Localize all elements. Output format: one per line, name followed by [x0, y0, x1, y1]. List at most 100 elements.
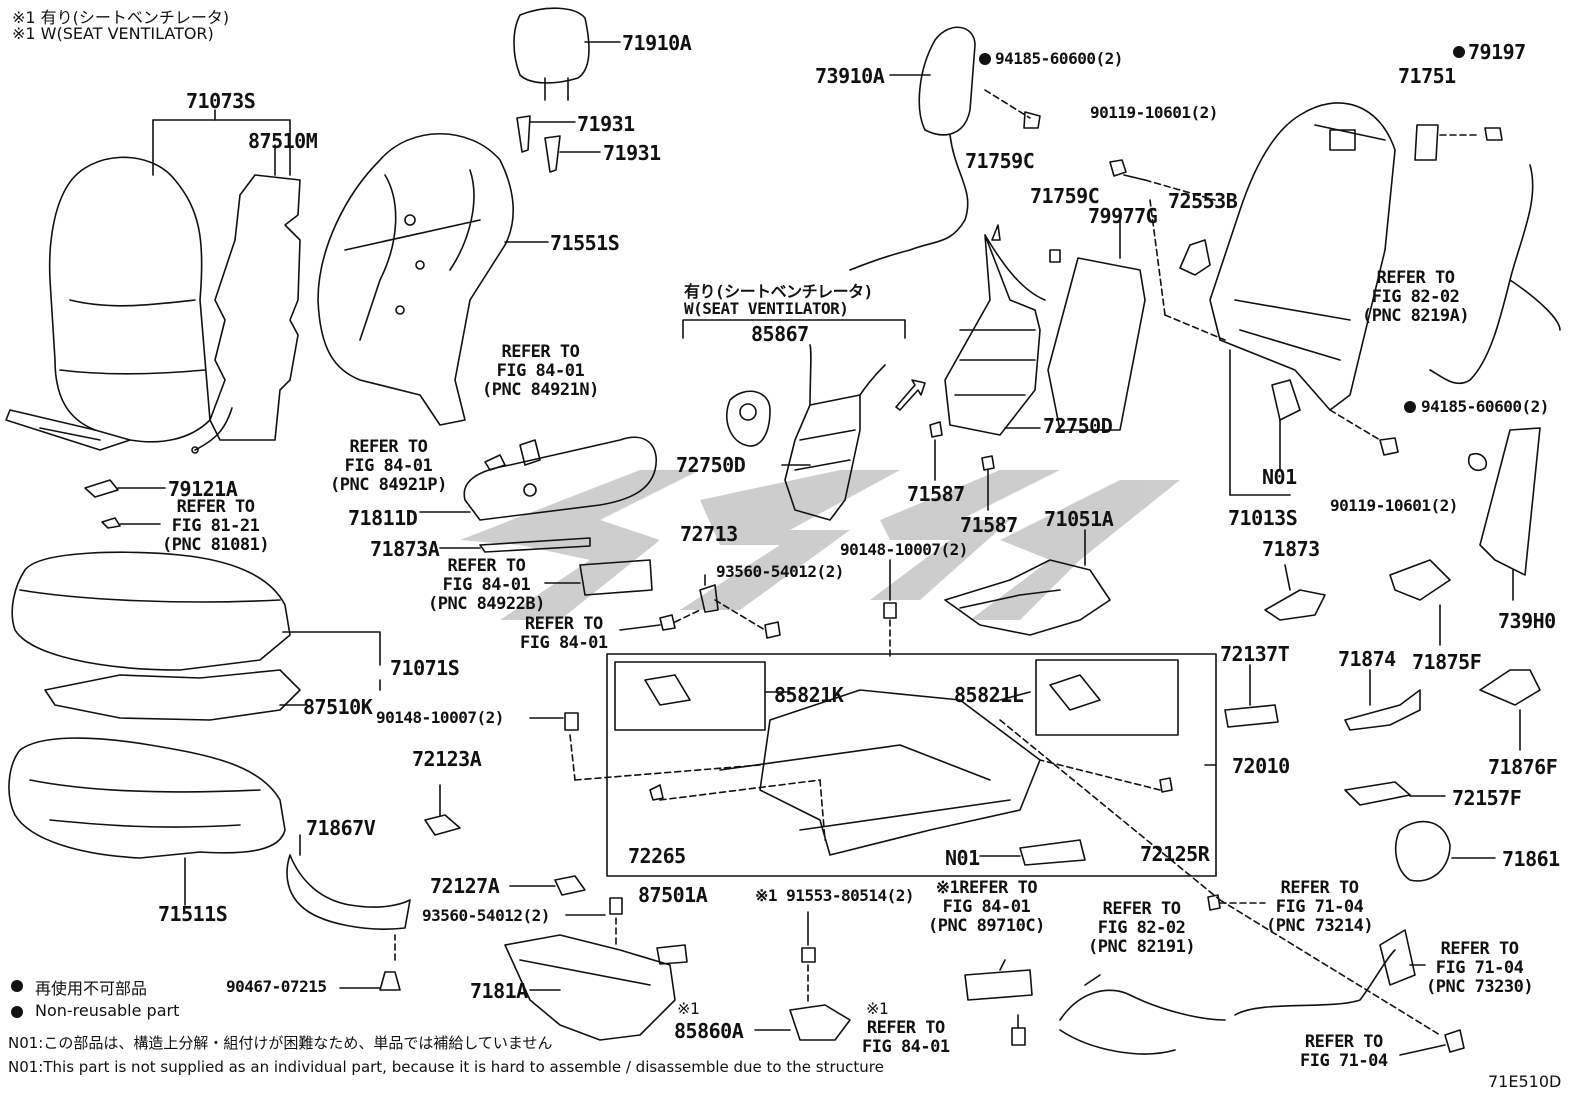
ref-line-3: (PNC 84921P) — [330, 475, 447, 495]
part-85860A[interactable]: 85860A — [674, 1019, 744, 1043]
ref-line-1: REFER TO — [1102, 899, 1181, 919]
bolt-90119-10601-upper — [1110, 160, 1225, 340]
part-79121A[interactable]: 79121A — [168, 477, 238, 501]
part-85821K[interactable]: 85821K — [774, 683, 844, 707]
part-N01-b[interactable]: N01 — [945, 846, 980, 870]
part-72750D-a[interactable]: 72750D — [1043, 414, 1113, 438]
part-87510K[interactable]: 87510K — [303, 695, 373, 719]
ref-84921P[interactable]: REFER TO FIG 84-01 (PNC 84921P) — [330, 438, 447, 495]
part-72553B[interactable]: 72553B — [1168, 189, 1238, 213]
n01-note-en: N01:This part is not supplied as an indi… — [8, 1058, 884, 1076]
ref-line-3: (PNC 73214) — [1266, 916, 1374, 936]
part-71867V[interactable]: 71867V — [306, 816, 376, 840]
part-93560-54012-b[interactable]: 93560-54012(2) — [422, 906, 550, 925]
part-71875F[interactable]: 71875F — [1412, 650, 1482, 674]
part-72713[interactable]: 72713 — [680, 522, 738, 546]
part-71071S[interactable]: 71071S — [390, 656, 460, 680]
part-72157F[interactable]: 72157F — [1452, 786, 1522, 810]
part-71073S[interactable]: 71073S — [186, 89, 256, 113]
ref-line-3: (PNC 84921N) — [482, 380, 599, 400]
ref-71-04[interactable]: REFER TO FIG 71-04 — [1300, 1033, 1388, 1071]
screw-93560-54012 — [566, 898, 622, 945]
part-90119-10601-a[interactable]: 90119-10601(2) — [1090, 103, 1218, 122]
part-85867[interactable]: 85867 — [751, 322, 809, 346]
part-72010[interactable]: 72010 — [1232, 754, 1290, 778]
part-72125R[interactable]: 72125R — [1140, 842, 1210, 866]
ref-line-1: REFER TO — [176, 497, 255, 517]
ref-84-01[interactable]: REFER TO FIG 84-01 — [520, 615, 608, 653]
part-71874[interactable]: 71874 — [1338, 647, 1396, 671]
part-739H0[interactable]: 739H0 — [1498, 609, 1556, 633]
part-72127A[interactable]: 72127A — [430, 874, 500, 898]
part-91553-80514[interactable]: ※1 91553-80514(2) — [755, 886, 915, 905]
switch-71751 — [1415, 125, 1502, 160]
part-72750D-b[interactable]: 72750D — [676, 453, 746, 477]
part-90148-10007-a[interactable]: 90148-10007(2) — [840, 540, 968, 559]
part-71759C-b[interactable]: 71759C — [1030, 184, 1100, 208]
part-71587-a[interactable]: 71587 — [907, 482, 965, 506]
ref-line-2: FIG 81-21 — [171, 516, 260, 536]
part-71751[interactable]: 71751 — [1398, 64, 1456, 88]
part-90119-10601-b[interactable]: 90119-10601(2) — [1330, 496, 1458, 515]
part-79197[interactable]: 79197 — [1468, 40, 1526, 64]
frame-71051A — [945, 530, 1110, 635]
part-87501A[interactable]: 87501A — [638, 883, 708, 907]
ref-89710C[interactable]: ※1REFER TO FIG 84-01 (PNC 89710C) — [928, 879, 1045, 936]
ref-line-3: (PNC 82191) — [1088, 937, 1196, 957]
part-94185-60600-b[interactable]: 94185-60600(2) — [1421, 397, 1549, 416]
part-73910A[interactable]: 73910A — [815, 64, 885, 88]
part-71876F[interactable]: 71876F — [1488, 755, 1558, 779]
part-90467-07215[interactable]: 90467-07215 — [226, 977, 327, 996]
cushion-frame-box — [570, 654, 1440, 1035]
part-93560-54012-a[interactable]: 93560-54012(2) — [716, 562, 844, 581]
ref-82191[interactable]: REFER TO FIG 82-02 (PNC 82191) — [1088, 899, 1196, 957]
part-72137T[interactable]: 72137T — [1220, 642, 1290, 666]
variant-note-jp: ※1 有り(シートベンチレータ) — [12, 8, 230, 27]
ref-line-1: ※1REFER TO — [935, 878, 1038, 898]
ref-84922B[interactable]: REFER TO FIG 84-01 (PNC 84922B) — [428, 557, 545, 614]
part-71931-b[interactable]: 71931 — [603, 141, 661, 165]
part-71013S[interactable]: 71013S — [1228, 506, 1298, 530]
variant-note-en: ※1 W(SEAT VENTILATOR) — [12, 24, 214, 43]
ref-line-1: REFER TO — [524, 614, 603, 634]
part-94185-60600-a[interactable]: 94185-60600(2) — [995, 49, 1123, 68]
part-7181A[interactable]: 7181A — [470, 979, 528, 1003]
part-72265[interactable]: 72265 — [628, 844, 686, 868]
part-71511S[interactable]: 71511S — [158, 902, 228, 926]
ref-line-1: REFER TO — [501, 342, 580, 362]
part-71931-a[interactable]: 71931 — [577, 112, 635, 136]
ref-81081[interactable]: REFER TO FIG 81-21 (PNC 81081) — [162, 497, 270, 555]
part-71873[interactable]: 71873 — [1262, 537, 1320, 561]
part-87510M[interactable]: 87510M — [248, 129, 318, 153]
figure-code: 71E510D — [1488, 1072, 1562, 1091]
ref-73214[interactable]: REFER TO FIG 71-04 (PNC 73214) — [1266, 879, 1374, 936]
part-71051A[interactable]: 71051A — [1044, 507, 1114, 531]
brackets-right-group — [1225, 560, 1540, 881]
part-79977G[interactable]: 79977G — [1088, 204, 1158, 228]
ref-line-2: FIG 84-01 — [942, 897, 1031, 917]
part-71910A[interactable]: 71910A — [622, 31, 692, 55]
cushion-pad-71511S — [9, 738, 285, 905]
part-N01-a[interactable]: N01 — [1262, 465, 1297, 489]
part-71759C-a[interactable]: 71759C — [965, 149, 1035, 173]
headrest-guides-71931 — [517, 116, 600, 172]
part-71873A[interactable]: 71873A — [370, 537, 440, 561]
nut-73214 — [1208, 895, 1265, 910]
ref-84921N[interactable]: REFER TO FIG 84-01 (PNC 84921N) — [482, 343, 599, 400]
part-71551S[interactable]: 71551S — [550, 231, 620, 255]
ref-73230[interactable]: REFER TO FIG 71-04 (PNC 73230) — [1426, 940, 1534, 997]
part-72123A[interactable]: 72123A — [412, 747, 482, 771]
ref-line-3: (PNC 84922B) — [428, 594, 545, 614]
part-71587-b[interactable]: 71587 — [960, 513, 1018, 537]
ref-line-2: FIG 71-04 — [1275, 897, 1364, 917]
ref-line-2: FIG 82-02 — [1371, 287, 1460, 307]
part-90148-10007-b[interactable]: 90148-10007(2) — [376, 708, 504, 727]
ref-84-01-b[interactable]: REFER TO FIG 84-01 — [862, 1019, 950, 1057]
part-85821L[interactable]: 85821L — [954, 683, 1024, 707]
star-note-a: ※1 — [677, 999, 700, 1018]
ref-8219A[interactable]: REFER TO FIG 82-02 (PNC 8219A) — [1362, 269, 1470, 326]
ecu-89710C — [965, 960, 1032, 1045]
part-71861[interactable]: 71861 — [1502, 847, 1560, 871]
seatback-pad-71551S — [318, 134, 548, 425]
part-71811D[interactable]: 71811D — [348, 506, 418, 530]
